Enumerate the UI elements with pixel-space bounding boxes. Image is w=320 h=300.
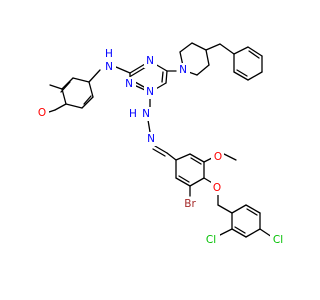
double-bond-inner [236,69,248,77]
double-bond-inner [152,148,166,157]
atom-label-o-ether: O [213,182,221,194]
bond-lines [42,42,273,238]
atom-label-n-triazine-top: N [146,55,154,67]
atom-label-n-piperidine: N [179,64,187,76]
molecule-structure-canvas: N H N N N N H N N O O O Br Cl Cl [36,42,287,247]
atom-label-n-hydrazone-1: N [142,108,150,120]
double-bond-inner [248,50,260,59]
atom-labels: N H N N N N H N N O O O Br Cl Cl [36,47,287,247]
atom-label-n-hydrazone-2: N [147,133,155,145]
molecule-structure: N H N N N N H N N O O O Br Cl Cl [36,42,287,247]
atom-label-h-amine: H [105,48,113,60]
double-bond-inner [134,81,145,88]
atom-label-bromine: Br [184,198,196,210]
atom-label-n-triazine-left: N [125,78,133,90]
atom-label-o-anisole: O [38,107,46,119]
double-bond-inner [130,66,147,77]
atom-label-o-methoxy: O [214,151,222,163]
double-bond-inner [161,71,164,83]
double-bond-inner [246,208,258,216]
atom-label-chlorine-1: Cl [206,234,216,246]
double-bond-inner [234,226,246,234]
atom-label-n-triazine-right: N [146,86,154,98]
double-bond-inner [190,157,202,165]
double-bond-inner [83,95,92,105]
atom-label-n-amine: N [105,61,113,73]
atom-label-h-hydrazone: H [129,108,137,120]
double-bond-inner [178,175,190,183]
atom-label-chlorine-2: Cl [273,234,283,246]
